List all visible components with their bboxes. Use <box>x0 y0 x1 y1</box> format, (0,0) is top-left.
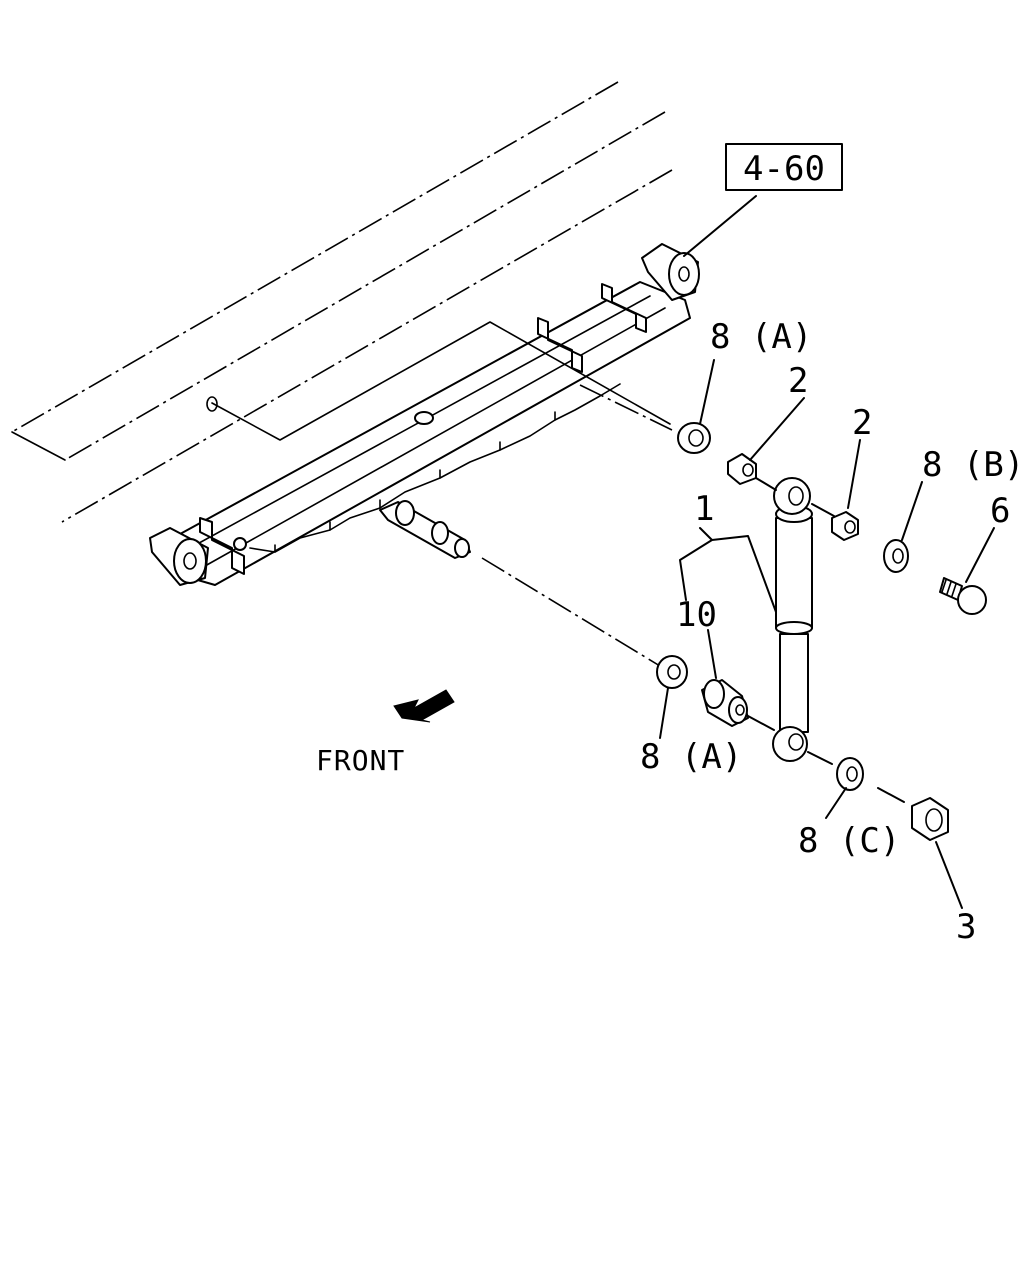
frame-end-edge <box>11 431 66 461</box>
lower-mount-stud <box>379 500 471 559</box>
reference-box-label: 4-60 <box>743 149 825 189</box>
leader-8a-lower <box>659 687 669 739</box>
axle-outline <box>211 321 671 441</box>
lower-bolt-axis-right <box>807 751 833 765</box>
spring-clip-mid <box>537 317 583 373</box>
collar-10 <box>701 679 749 727</box>
spring-clip-front <box>199 517 247 575</box>
bolt-6 <box>939 577 987 615</box>
washer-8c <box>836 757 864 791</box>
spring-rear-eye <box>641 243 700 301</box>
leader-3 <box>935 841 963 909</box>
bolt-axis-right <box>811 503 835 517</box>
callout-8b: 8 (B) <box>922 445 1024 485</box>
callout-8a-lower: 8 (A) <box>640 737 742 777</box>
front-label: FRONT <box>316 744 405 777</box>
leader-6 <box>965 527 995 583</box>
callout-1: 1 <box>694 489 714 529</box>
shock-top-eye <box>773 477 811 515</box>
axle-end-marker <box>206 396 218 412</box>
leader-8c <box>825 787 847 819</box>
leaf-spring <box>149 243 700 586</box>
leader-8b <box>901 481 923 541</box>
leader-10 <box>707 629 717 679</box>
leader-2-right <box>847 439 861 509</box>
leaf-spring-step-ticks <box>274 411 556 553</box>
leader-8a-upper <box>699 359 715 425</box>
shock-upper-body <box>775 517 813 629</box>
lower-bolt-axis-left <box>747 715 775 731</box>
shock-absorber <box>772 477 813 762</box>
callout-6: 6 <box>990 491 1010 531</box>
callout-8c: 8 (C) <box>798 821 900 861</box>
washer-8b <box>883 539 909 573</box>
frame-outline <box>11 81 673 523</box>
leader-2-left <box>749 397 805 461</box>
front-arrow-icon <box>393 689 455 723</box>
callout-3: 3 <box>956 907 976 947</box>
reference-leader <box>683 195 757 257</box>
upper-alignment-line <box>579 384 673 431</box>
washer-8a-lower <box>656 655 688 689</box>
reference-box-frame <box>725 143 843 191</box>
shock-lower-body <box>779 633 809 733</box>
spring-clip-rear <box>601 283 647 333</box>
frame-centerline-2 <box>64 111 666 461</box>
nut-axis <box>877 787 905 803</box>
bolt-axis-left <box>755 477 777 491</box>
bushing-2-right <box>831 511 859 541</box>
callout-8a-upper: 8 (A) <box>710 317 812 357</box>
leader-1 <box>679 527 777 613</box>
leaf-spring-second-leaf <box>204 307 666 567</box>
frame-centerline-3 <box>61 169 673 523</box>
front-direction: FRONT <box>316 689 455 777</box>
callout-2-left: 2 <box>788 361 808 401</box>
washer-8a-upper <box>677 422 711 454</box>
reference-box: 4-60 <box>683 143 843 257</box>
nut-3 <box>911 797 949 841</box>
callout-2-right: 2 <box>852 403 872 443</box>
spring-front-eye <box>149 527 209 586</box>
spring-center-bolt <box>414 411 434 425</box>
lower-alignment-line <box>481 557 661 667</box>
callout-10: 10 <box>676 595 717 635</box>
